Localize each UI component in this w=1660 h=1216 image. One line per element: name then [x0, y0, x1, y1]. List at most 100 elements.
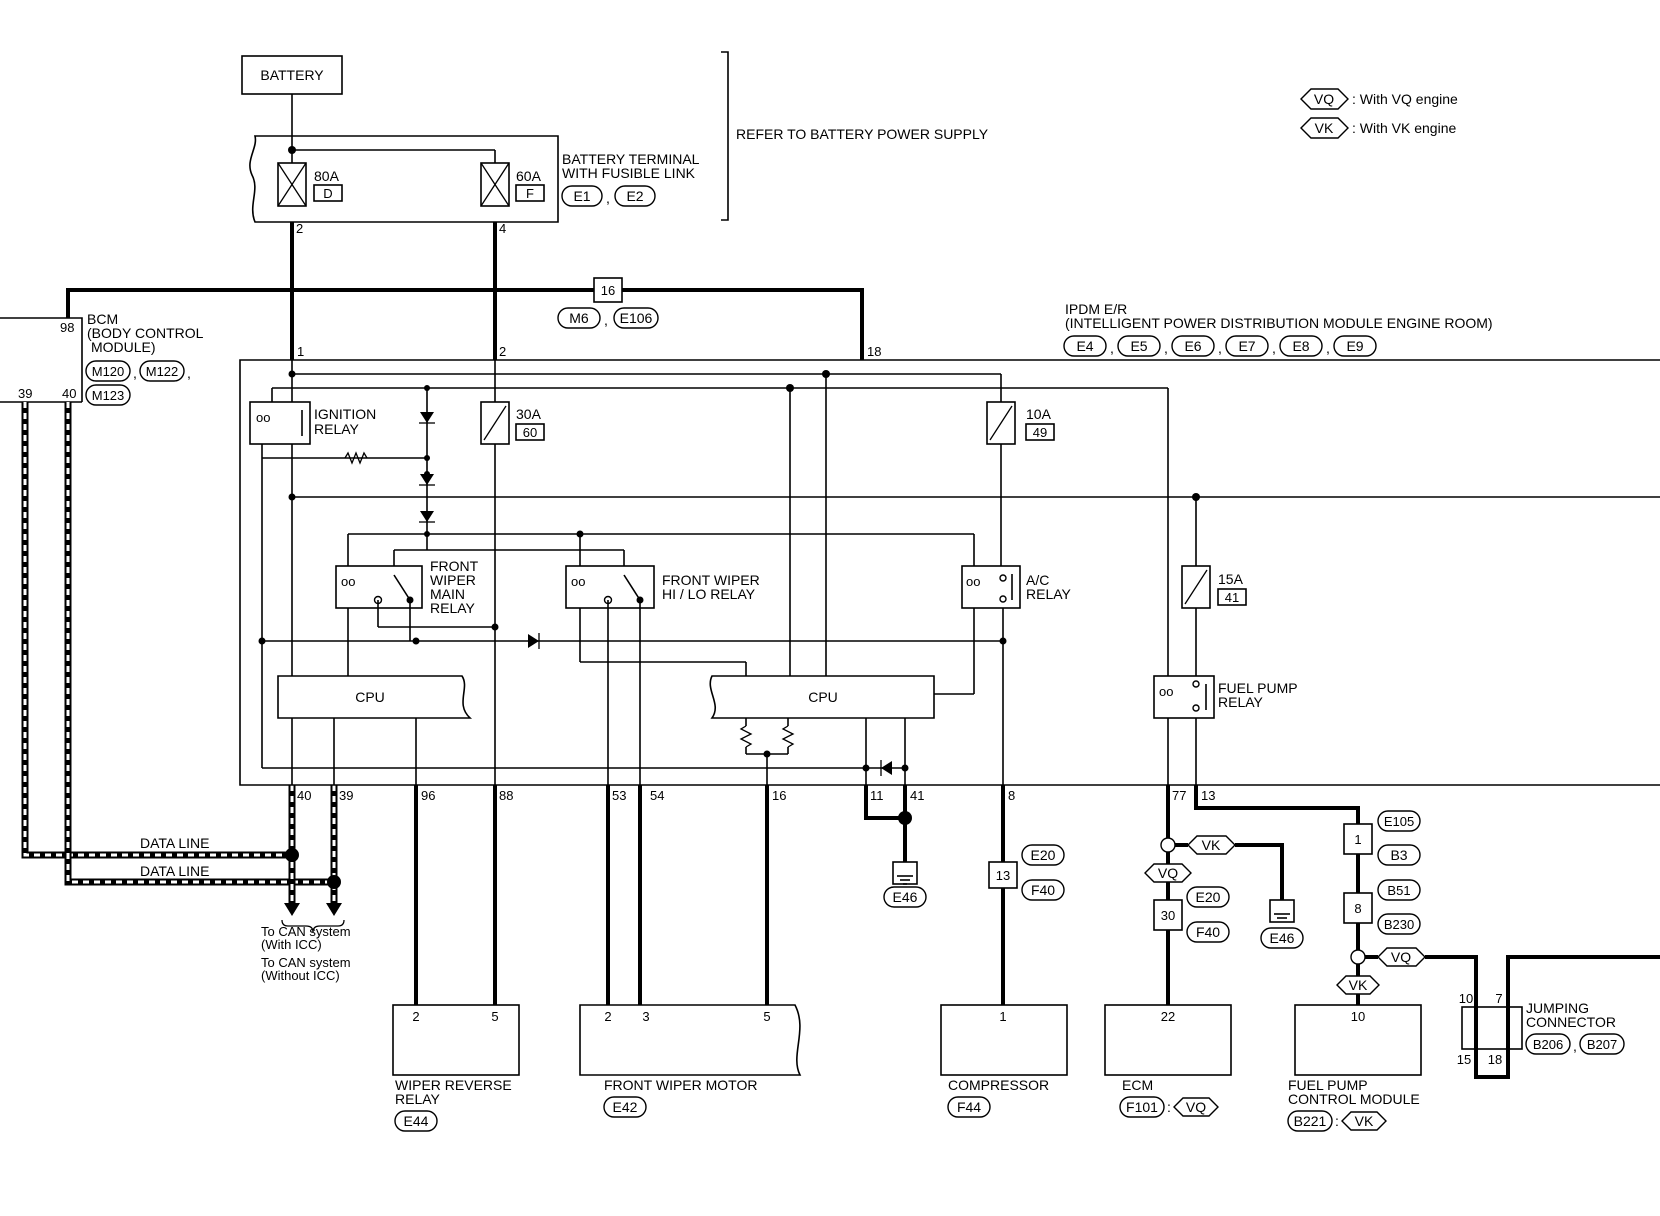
ecm-feed: VK E46 VQ 30 E20 F40 — [1144, 835, 1304, 1005]
ecm-feed-pin: 30 — [1161, 908, 1175, 923]
fuel-pump-relay-label-1: FUEL PUMP — [1218, 680, 1298, 696]
pin-39: 39 — [339, 788, 353, 803]
ecm-vq-tag: VQ — [1186, 1099, 1206, 1115]
fuel-feed-pin-1: 1 — [1354, 832, 1361, 847]
can-text-2: (With ICC) — [261, 937, 322, 952]
conn-m6: M6 — [569, 310, 589, 326]
fuse-80a-code: D — [323, 186, 332, 201]
pin-54: 54 — [650, 788, 664, 803]
ac-relay-label-1: A/C — [1026, 572, 1049, 588]
svg-text:,: , — [1164, 340, 1168, 356]
svg-text:,: , — [606, 190, 610, 206]
conn-e7: E7 — [1238, 338, 1255, 354]
main-relay-label-3: MAIN — [430, 586, 465, 602]
svg-text::: : — [1167, 1099, 1171, 1115]
svg-text:,: , — [1218, 340, 1222, 356]
jc-label-2: CONNECTOR — [1526, 1014, 1616, 1030]
ecm-feed-vq: VQ — [1158, 865, 1178, 881]
data-lines: DATA LINE DATA LINE To CAN system (With … — [21, 402, 351, 983]
jc-pin-15: 15 — [1457, 1052, 1471, 1067]
svg-text:,: , — [133, 365, 137, 381]
conn-e42: E42 — [613, 1099, 638, 1115]
bcm-pin-98: 98 — [60, 320, 74, 335]
legend-vq-tag: VQ — [1314, 91, 1334, 107]
conn-m122: M122 — [146, 364, 179, 379]
conn-f40-a: F40 — [1031, 882, 1055, 898]
fusible-label-1: BATTERY TERMINAL — [562, 151, 700, 167]
conn-e6: E6 — [1184, 338, 1201, 354]
fpcm-pin: 10 — [1351, 1009, 1365, 1024]
svg-text::: : — [1335, 1113, 1339, 1129]
conn-m120: M120 — [92, 364, 125, 379]
ipdm-module: IPDM E/R (INTELLIGENT POWER DISTRIBUTION… — [239, 301, 1660, 786]
front-wiper-motor: 2 3 5 FRONT WIPER MOTOR E42 — [579, 1004, 802, 1118]
svg-text:oo: oo — [341, 574, 355, 589]
joint-pin-16: 16 — [601, 283, 615, 298]
conn-e106: E106 — [620, 310, 653, 326]
fuse-30a-num: 60 — [523, 425, 537, 440]
ecm-pin: 22 — [1161, 1009, 1175, 1024]
svg-text:oo: oo — [256, 410, 270, 425]
conn-b206: B206 — [1533, 1037, 1563, 1052]
pin-13: 13 — [1201, 788, 1215, 803]
conn-e44: E44 — [404, 1113, 429, 1129]
ignition-relay-label-1: IGNITION — [314, 406, 376, 422]
ground-e46-left-label: E46 — [893, 889, 918, 905]
conn-e1: E1 — [573, 188, 590, 204]
conn-e2: E2 — [626, 188, 643, 204]
pin-53: 53 — [612, 788, 626, 803]
pin-96: 96 — [421, 788, 435, 803]
battery-label: BATTERY — [260, 67, 324, 83]
fpcm-label-2: CONTROL MODULE — [1288, 1091, 1420, 1107]
ecm-label: ECM — [1122, 1077, 1153, 1093]
conn-b3: B3 — [1390, 847, 1407, 863]
conn-e5: E5 — [1130, 338, 1147, 354]
joint-connector-16 — [593, 277, 623, 303]
fwm-pin-2: 2 — [604, 1009, 611, 1024]
fuse-80a-amp: 80A — [314, 168, 340, 184]
pin-41: 41 — [910, 788, 924, 803]
fuse-15a-num: 41 — [1225, 590, 1239, 605]
external-wires — [414, 785, 1360, 1005]
fuse-30a-amp: 30A — [516, 406, 542, 422]
wrr-label-1: WIPER REVERSE — [395, 1077, 512, 1093]
fuel-pump-relay — [1153, 675, 1215, 719]
can-text-4: (Without ICC) — [261, 968, 340, 983]
conn-b51: B51 — [1387, 883, 1410, 898]
main-relay-label-4: RELAY — [430, 600, 476, 616]
wrr-pin-5: 5 — [491, 1009, 498, 1024]
hilo-relay-label-2: HI / LO RELAY — [662, 586, 756, 602]
wrr-pin-2: 2 — [412, 1009, 419, 1024]
compressor-label: COMPRESSOR — [948, 1077, 1049, 1093]
ecm: 22 ECM F101 : VQ — [1104, 1004, 1232, 1118]
ac-relay — [961, 565, 1021, 609]
main-relay-label-2: WIPER — [430, 572, 476, 588]
fuel-feed-pin-2: 8 — [1354, 901, 1361, 916]
bcm-desc-2: MODULE) — [91, 339, 156, 355]
hilo-relay-label-1: FRONT WIPER — [662, 572, 760, 588]
svg-text:,: , — [1272, 340, 1276, 356]
bcm-pin-40: 40 — [62, 386, 76, 401]
conn-e20-a: E20 — [1031, 847, 1056, 863]
conn-e20-b: E20 — [1196, 889, 1221, 905]
conn-f44: F44 — [957, 1099, 981, 1115]
conn-m123: M123 — [92, 388, 125, 403]
ipdm-pin-1: 1 — [297, 344, 304, 359]
bcm-desc-1: (BODY CONTROL — [87, 325, 204, 341]
conn-b207: B207 — [1587, 1037, 1617, 1052]
fuel-feed-vk: VK — [1349, 977, 1368, 993]
can-text-1: To CAN system — [261, 924, 351, 939]
svg-text:oo: oo — [966, 574, 980, 589]
cpu-2-label: CPU — [808, 689, 838, 705]
can-arrow-2 — [326, 903, 342, 916]
wiper-reverse-relay: 2 5 WIPER REVERSE RELAY E44 — [392, 1004, 520, 1132]
fuse-10a-num: 49 — [1033, 425, 1047, 440]
fuse-60a-amp: 60A — [516, 168, 542, 184]
conn-f40-b: F40 — [1196, 924, 1220, 940]
pin-16: 16 — [772, 788, 786, 803]
ipdm-pin-2: 2 — [499, 344, 506, 359]
jc-pin-7: 7 — [1495, 991, 1502, 1006]
compressor-feed-pin: 13 — [996, 868, 1010, 883]
fwm-label: FRONT WIPER MOTOR — [604, 1077, 757, 1093]
